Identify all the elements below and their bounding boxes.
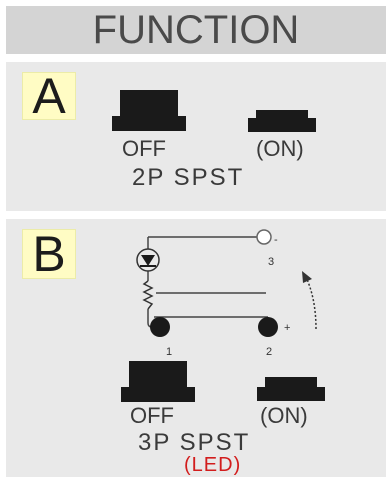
- off-switch-icon: [121, 361, 195, 403]
- panel-a-letter: A: [22, 71, 76, 121]
- led-diode-icon: [136, 248, 160, 272]
- panel-a: A OFF (ON) 2P SPST: [6, 62, 386, 211]
- on-switch-icon: [257, 377, 325, 401]
- terminal-1-label: 1: [166, 346, 172, 358]
- polarity-positive: +: [284, 322, 290, 334]
- header-bar: FUNCTION: [6, 6, 386, 54]
- terminal-3-circle: [256, 229, 272, 245]
- panel-b-type-label: 3P SPST: [138, 429, 251, 456]
- panel-b: B: [6, 219, 386, 477]
- curved-arrow-icon: [302, 271, 317, 330]
- polarity-negative: -: [274, 234, 278, 246]
- circuit-diagram: - 3 + 1 2: [136, 229, 317, 358]
- off-switch-icon: [112, 90, 186, 132]
- terminal-1-circle: [150, 317, 170, 337]
- terminal-3-label: 3: [268, 256, 274, 268]
- panel-a-type-label: 2P SPST: [132, 164, 245, 191]
- terminal-2-label: 2: [266, 346, 272, 358]
- on-switch-icon: [248, 110, 316, 132]
- panel-a-on-label: (ON): [256, 136, 304, 161]
- terminal-2-circle: [258, 317, 278, 337]
- resistor-icon: [142, 280, 154, 310]
- panel-b-off-label: OFF: [130, 403, 174, 428]
- header-title: FUNCTION: [92, 8, 300, 52]
- panel-a-off-label: OFF: [122, 136, 166, 161]
- panel-b-led-label: (LED): [184, 454, 242, 476]
- panel-b-letter: B: [22, 229, 76, 279]
- panel-b-on-label: (ON): [260, 403, 308, 428]
